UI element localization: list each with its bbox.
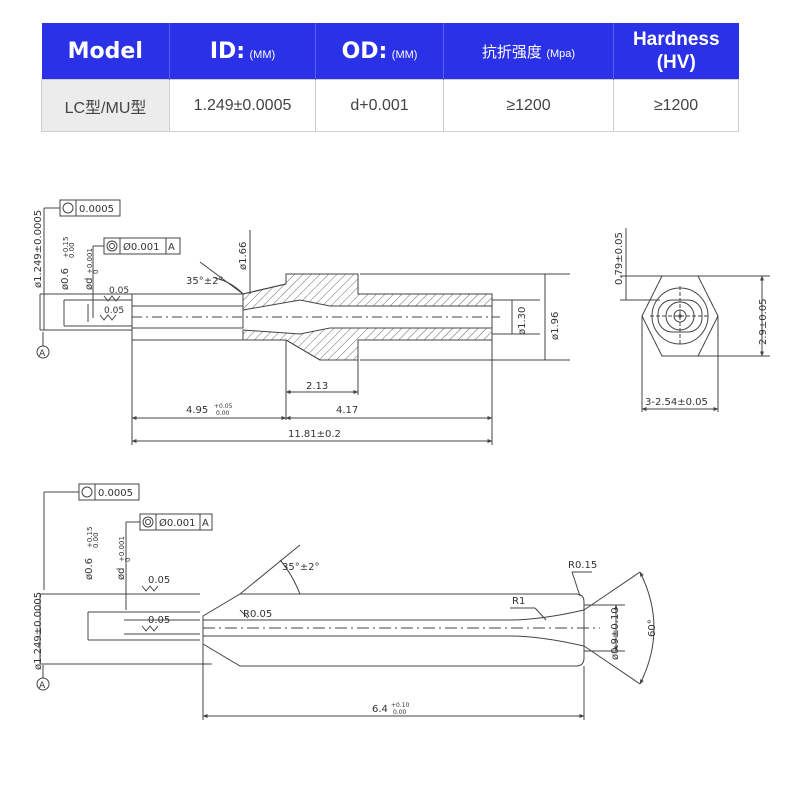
header-hardness: Hardness(HV) <box>613 23 739 80</box>
side-view: 0.79±0.05 2.9±0.05 3-2.54±0.05 <box>614 228 770 412</box>
bottom-d-tol-lower: 0 <box>124 558 132 562</box>
bottom-angle-label: 35°±2° <box>282 562 319 573</box>
bottom-flatness-frame <box>43 483 140 590</box>
header-strength: 抗折强度 (Mpa) <box>443 23 614 80</box>
top-len-total: 11.81±0.2 <box>288 429 341 440</box>
bottom-id-label: ø0.6 <box>84 558 95 580</box>
bottom-len-64-tol-upper: +0.10 <box>391 702 410 709</box>
top-roughness-1: 0.05 <box>109 286 129 296</box>
bottom-concentricity-value: Ø0.001 <box>159 517 196 529</box>
bottom-concentricity-frame <box>125 513 213 610</box>
top-datum-ref: A <box>168 242 175 253</box>
side-dim-079: 0.79±0.05 <box>614 232 625 285</box>
cell-id: 1.249±0.0005 <box>169 79 316 132</box>
top-flatness-value: 0.0005 <box>79 204 114 215</box>
top-d-tol-lower: 0 <box>92 270 100 274</box>
top-angle-label: 35°±2° <box>186 276 223 287</box>
header-model: Model <box>41 23 170 80</box>
side-dim-hex: 3-2.54±0.05 <box>645 397 708 408</box>
bottom-roughness-2: 0.05 <box>148 615 170 626</box>
bottom-radius-1: R1 <box>512 596 525 607</box>
bottom-radius-015: R0.15 <box>568 560 597 571</box>
top-len-417: 4.17 <box>336 405 358 416</box>
top-len-213: 2.13 <box>306 381 328 392</box>
top-id-label: ø0.6 <box>60 268 71 290</box>
spec-table: Model ID: (MM) OD: (MM) 抗折强度 (Mpa) Hardn… <box>41 23 739 132</box>
bottom-view: 0.0005 Ø0.001 A A ø1.249±0.0005 ø0.6 +0.… <box>33 483 658 720</box>
bottom-dim-09: ø0.9±0.10 <box>610 607 621 660</box>
top-view: 0.0005 Ø0.001 A A ø1.249±0.0005 ø0.6 +0.… <box>33 199 570 445</box>
bottom-angle-60: 60° <box>647 619 658 637</box>
bottom-datum-label: A <box>39 681 46 691</box>
bottom-d-label: ød <box>116 568 127 580</box>
bottom-roughness-1: 0.05 <box>148 575 170 586</box>
top-id-tol-upper: +0.15 <box>62 237 70 258</box>
header-id: ID: (MM) <box>169 23 316 80</box>
cell-hardness: ≥1200 <box>613 79 739 132</box>
spec-table-row: LC型/MU型 1.249±0.0005 d+0.001 ≥1200 ≥1200 <box>41 79 739 132</box>
bottom-id-tol-upper: +0.15 <box>86 527 94 548</box>
top-dia-196: ø1.96 <box>550 312 561 340</box>
top-len-495-tol-upper: +0.05 <box>214 403 233 410</box>
bottom-body-outline <box>202 593 585 667</box>
top-od-label: ø1.249±0.0005 <box>33 210 44 288</box>
cell-strength: ≥1200 <box>443 79 614 132</box>
top-concentricity-frame <box>92 237 181 318</box>
cell-od: d+0.001 <box>315 79 444 132</box>
bottom-id-tol-lower: 0.00 <box>92 532 100 548</box>
top-d-tol-upper: +0.001 <box>86 248 94 274</box>
bottom-od-label: ø1.249±0.0005 <box>33 592 44 670</box>
bottom-flatness-value: 0.0005 <box>98 488 133 499</box>
top-len-495-tol-lower: 0.00 <box>216 410 230 417</box>
spec-table-header-row: Model ID: (MM) OD: (MM) 抗折强度 (Mpa) Hardn… <box>41 23 739 80</box>
bottom-len-64: 6.4 <box>372 704 388 715</box>
bottom-datum-ref: A <box>202 518 209 529</box>
header-od: OD: (MM) <box>315 23 444 80</box>
bottom-len-64-tol-lower: 0.00 <box>393 709 407 716</box>
bottom-d-tol-upper: +0.001 <box>118 536 126 562</box>
top-dia-130: ø1.30 <box>517 307 528 335</box>
top-roughness-2: 0.05 <box>104 306 124 316</box>
top-d-label: ød <box>84 278 95 290</box>
top-flatness-frame <box>43 199 121 330</box>
cell-model: LC型/MU型 <box>41 79 170 132</box>
top-len-495: 4.95 <box>186 405 208 416</box>
top-concentricity-value: Ø0.001 <box>123 241 160 253</box>
top-dia-166: ø1.66 <box>238 242 249 270</box>
top-datum-label: A <box>39 349 46 359</box>
side-dim-29: 2.9±0.05 <box>758 298 769 345</box>
bottom-radius-005: R0.05 <box>243 609 272 620</box>
top-id-tol-lower: 0.00 <box>68 242 76 258</box>
